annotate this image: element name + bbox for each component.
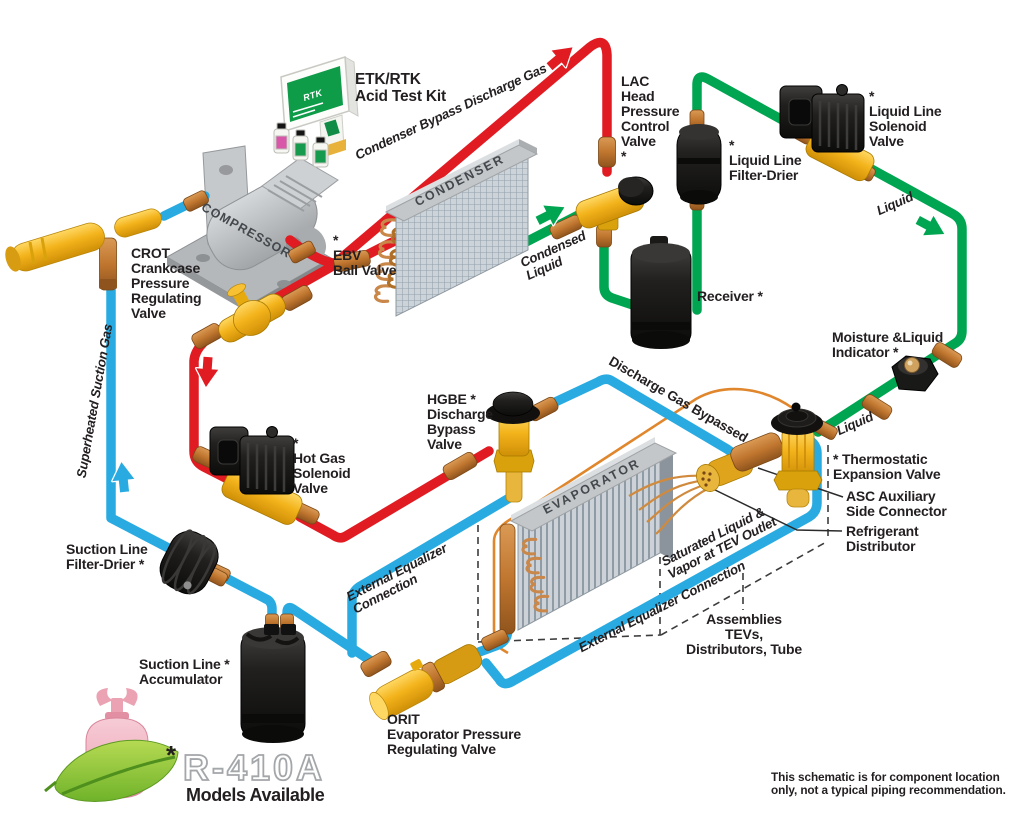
suction-line-accumulator: [240, 624, 306, 743]
liquid-line-solenoid-valve: [779, 84, 875, 182]
label-thermostatic-expansion-valve: * Thermostatic Expansion Valve: [833, 451, 941, 482]
label-moisture-liquid-indicator: Moisture &Liquid Indicator *: [832, 329, 944, 360]
lac-valve: [575, 176, 654, 231]
hot-gas-solenoid-valve: [209, 426, 303, 525]
liquid-line: [692, 72, 967, 437]
accumulator-to-orit-line: [282, 602, 376, 666]
evaporator-coil: [499, 437, 678, 635]
liquid-line-filter-drier: [676, 124, 722, 205]
suction-line-filter-drier: [159, 529, 228, 595]
thermostatic-expansion-valve-assembly: [696, 402, 823, 508]
label-hgbe-valve: HGBE * Discharge Bypass Valve: [427, 391, 493, 452]
orit-valve: [369, 644, 483, 720]
condenser-coil: [373, 139, 539, 317]
label-liquid-line-filter-drier: * Liquid Line Filter-Drier: [729, 137, 802, 183]
suction-riser: [106, 282, 277, 631]
crot-valve: [5, 208, 162, 291]
label-hot-gas-solenoid-valve: * Hot Gas Solenoid Valve: [293, 435, 351, 496]
liquid-flow-arrow: [911, 208, 951, 246]
label-orit-valve: ORIT Evaporator Pressure Regulating Valv…: [387, 711, 521, 757]
label-asc-auxiliary-side-connector: ASC Auxiliary Side Connector: [846, 488, 947, 519]
label-crot-valve: CROT Crankcase Pressure Regulating Valve: [131, 245, 202, 321]
label-suction-line-accumulator: Suction Line * Accumulator: [139, 656, 230, 687]
moisture-liquid-indicator: [891, 355, 939, 392]
lac-to-receiver-line: [599, 221, 653, 315]
label-suction-line-filter-drier: Suction Line Filter-Drier *: [66, 541, 148, 572]
receiver: [630, 236, 692, 349]
label-refrigerant-distributor: Refrigerant Distributor: [846, 523, 919, 554]
label-r410a-asterisk: *: [166, 740, 176, 770]
label-lac-valve: LAC Head Pressure Control Valve *: [621, 73, 680, 164]
label-assemblies: Assemblies TEVs, Distributors, Tube: [686, 611, 802, 657]
label-liquid-line-solenoid-valve: * Liquid Line Solenoid Valve: [869, 88, 942, 149]
hgbe-equalizer-line: [347, 492, 516, 658]
label-r410a-caption: Models Available: [186, 785, 325, 805]
label-acid-test-kit: ETK/RTK Acid Test Kit: [355, 71, 446, 105]
hgbe-valve: [486, 391, 540, 503]
label-receiver: Receiver *: [697, 288, 763, 304]
hot-gas-line-to-hgbe: [295, 446, 494, 543]
condenser-bypass-line: [328, 37, 612, 270]
leaf: [44, 739, 179, 802]
ebv-ball-valve: [218, 283, 286, 343]
label-r410a-model: R-410A: [182, 747, 326, 788]
label-ebv-ball-valve: * EBV Ball Valve: [333, 232, 397, 278]
compressor: [165, 145, 339, 313]
label-disclaimer-note: This schematic is for component location…: [771, 770, 1006, 797]
acid-test-kit: [273, 56, 359, 168]
